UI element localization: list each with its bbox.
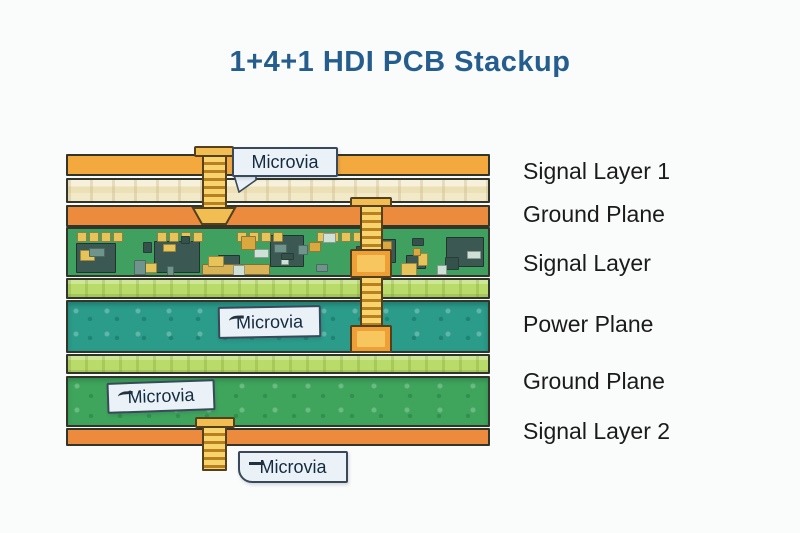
component-decor — [193, 232, 203, 242]
component-decor — [143, 241, 152, 253]
layer-signal-inner — [66, 227, 490, 277]
callout-microvia-lower: Microvia — [106, 379, 216, 414]
component-decor — [208, 256, 224, 268]
callout-leader-tick — [117, 390, 134, 401]
layer-label-ground-bottom: Ground Plane — [523, 368, 665, 394]
component-decor — [77, 232, 87, 242]
component-decor — [418, 252, 429, 266]
component-decor — [273, 232, 283, 242]
component-decor — [163, 243, 176, 252]
layer-signal-2 — [66, 428, 490, 446]
callout-microvia-middle: Microvia — [217, 305, 322, 339]
buried-via-pad-signal — [350, 249, 392, 278]
microvia-top-foot — [191, 207, 237, 225]
component-decor — [113, 232, 123, 242]
component-decor — [133, 260, 147, 275]
layer-label-ground-top: Ground Plane — [523, 201, 665, 227]
microvia-top-barrel — [202, 155, 227, 209]
component-decor — [316, 264, 329, 273]
component-decor — [466, 250, 482, 259]
component-decor — [101, 232, 111, 242]
layer-prepreg-upper — [66, 278, 490, 299]
layer-label-signal-1: Signal Layer 1 — [523, 158, 671, 184]
component-decor — [154, 241, 200, 273]
component-decor — [401, 263, 417, 275]
page-title: 1+4+1 HDI PCB Stackup — [229, 46, 571, 78]
component-decor — [180, 235, 190, 244]
layer-ground-plane-top — [66, 205, 490, 227]
component-decor — [89, 248, 106, 257]
callout-label: Microvia — [235, 310, 304, 333]
layer-dielectric-core — [66, 178, 490, 203]
callout-label: Microvia — [259, 456, 327, 477]
microvia-bottom-barrel — [202, 426, 227, 471]
component-decor — [308, 242, 322, 253]
component-decor — [411, 237, 425, 247]
component-decor — [89, 232, 99, 242]
component-decor — [232, 264, 246, 275]
component-decor — [436, 265, 447, 275]
callout-tail-icon — [233, 175, 257, 193]
buried-via-barrel-lower — [360, 276, 383, 327]
component-decor — [297, 244, 308, 256]
signal-layer-components — [68, 229, 488, 275]
component-decor — [261, 232, 271, 242]
callout-leader-tick — [228, 315, 245, 325]
layer-label-signal-inner: Signal Layer — [523, 250, 651, 276]
callout-microvia-bottom: Microvia — [238, 451, 348, 483]
layer-label-power: Power Plane — [523, 311, 654, 337]
component-decor — [169, 232, 179, 242]
buried-via-pad-power — [350, 325, 392, 353]
component-decor — [167, 265, 175, 275]
component-decor — [341, 232, 351, 242]
layer-prepreg-lower — [66, 354, 490, 374]
component-decor — [240, 235, 257, 250]
component-decor — [445, 257, 459, 271]
layer-label-signal-2: Signal Layer 2 — [523, 418, 671, 444]
component-decor — [145, 262, 158, 274]
component-decor — [412, 247, 422, 256]
callout-leader-tick — [249, 462, 264, 471]
component-decor — [273, 244, 288, 253]
callout-label: Microvia — [127, 384, 195, 408]
component-decor — [157, 232, 167, 242]
callout-label: Microvia — [251, 151, 319, 172]
component-decor — [280, 252, 294, 261]
buried-via-barrel-upper — [360, 205, 383, 252]
component-decor — [323, 233, 336, 244]
callout-microvia-top: Microvia — [232, 147, 338, 177]
component-decor — [253, 249, 269, 258]
